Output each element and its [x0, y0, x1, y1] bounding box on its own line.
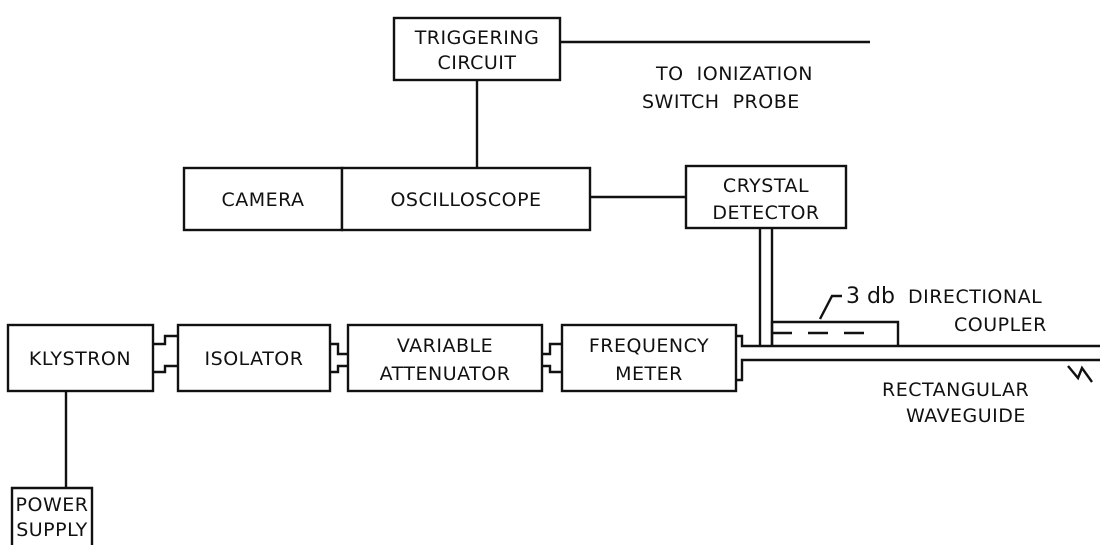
crystal-detector-label-1: CRYSTAL — [723, 175, 809, 197]
crystal-detector-label-2: DETECTOR — [712, 202, 819, 224]
coupler-db-label: 3 db — [846, 284, 895, 309]
oscilloscope-label: OSCILLOSCOPE — [390, 189, 541, 211]
coupler-section — [770, 320, 900, 346]
camera-block: CAMERA — [182, 166, 344, 232]
klystron-block: KLYSTRON — [6, 323, 155, 393]
triggering-circuit-label-2: CIRCUIT — [437, 52, 516, 74]
coupler-pointer — [818, 294, 842, 320]
ionization-probe-label-1: TO IONIZATION — [655, 63, 813, 85]
wg-i-a-bottom — [330, 364, 348, 374]
isolator-block: ISOLATOR — [176, 323, 332, 393]
variable-attenuator-label-2: ATTENUATOR — [380, 363, 511, 385]
coupler-label-1: DIRECTIONAL — [908, 286, 1042, 308]
waveguide-label-2: WAVEGUIDE — [906, 405, 1026, 427]
waveguide-label-1: RECTANGULAR — [882, 379, 1029, 401]
klystron-label: KLYSTRON — [29, 348, 131, 370]
isolator-label: ISOLATOR — [205, 348, 304, 370]
frequency-meter-block: FREQUENCY METER — [560, 323, 738, 393]
frequency-meter-label-1: FREQUENCY — [589, 335, 709, 357]
power-supply-label-2: SUPPLY — [16, 519, 88, 541]
wg-i-a-top — [330, 342, 348, 356]
crystal-detector-block: CRYSTAL DETECTOR — [684, 164, 848, 230]
variable-attenuator-block: VARIABLE ATTENUATOR — [346, 323, 544, 393]
oscilloscope-block: OSCILLOSCOPE — [340, 166, 592, 232]
wg-k-i-bottom — [153, 364, 178, 374]
variable-attenuator-label-1: VARIABLE — [397, 335, 493, 357]
waveguide-pointer — [1067, 365, 1093, 383]
triggering-circuit-block: TRIGGERING CIRCUIT — [392, 16, 562, 82]
waveguide-top — [736, 334, 1100, 348]
power-supply-block: POWER SUPPLY — [10, 486, 94, 545]
ionization-probe-label-2: SWITCH PROBE — [642, 91, 800, 113]
power-supply-label-1: POWER — [16, 494, 89, 516]
power-supply-frame — [10, 486, 94, 545]
coupler-label-2: COUPLER — [954, 314, 1047, 336]
wg-a-f-top — [542, 342, 562, 356]
wg-a-f-bottom — [542, 364, 562, 374]
camera-label: CAMERA — [221, 189, 304, 211]
frequency-meter-label-2: METER — [615, 363, 683, 385]
triggering-circuit-label-1: TRIGGERING — [414, 27, 540, 49]
waveguide-bottom — [736, 358, 1100, 382]
wg-k-i-top — [153, 334, 178, 346]
